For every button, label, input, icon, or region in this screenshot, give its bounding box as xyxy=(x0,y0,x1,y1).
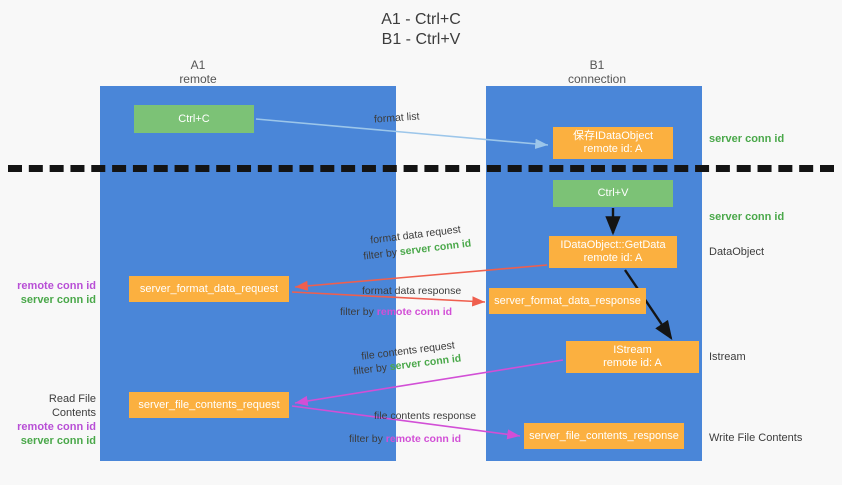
box-istream[interactable]: IStream remote id: A xyxy=(566,341,699,373)
box-save-idataobject[interactable]: 保存IDataObject remote id: A xyxy=(553,127,673,159)
phase-divider xyxy=(8,165,834,172)
title-line-1: A1 - Ctrl+C xyxy=(381,11,461,28)
column-header-b1-name: B1 xyxy=(589,58,605,72)
filter-value-remote-conn-id: remote conn id xyxy=(385,433,462,445)
box-save-idataobject-line2: remote id: A xyxy=(583,143,643,155)
box-server-format-data-response[interactable]: server_format_data_response xyxy=(489,288,646,314)
annotation-read-file-contents: Read File Contents xyxy=(48,393,96,419)
filter-prefix: filter by xyxy=(349,433,386,445)
annotation-server-conn-id-1: server conn id xyxy=(20,294,96,306)
page-title: A1 - Ctrl+C B1 - Ctrl+V xyxy=(271,10,571,50)
edge-label-file-contents-response: file contents response xyxy=(374,410,477,422)
box-server-format-data-request-label: server_format_data_request xyxy=(139,282,279,295)
box-save-idataobject-line1: 保存IDataObject xyxy=(572,130,654,142)
column-header-a1: A1 remote xyxy=(148,58,248,86)
box-ctrl-v[interactable]: Ctrl+V xyxy=(553,180,673,207)
box-ctrl-c[interactable]: Ctrl+C xyxy=(134,105,254,133)
box-idataobject-getdata[interactable]: IDataObject::GetData remote id: A xyxy=(549,236,677,268)
edge-label-format-data-response: format data response xyxy=(362,285,462,297)
filter-value-remote-conn-id: remote conn id xyxy=(376,306,453,318)
edge-label-file-contents-response-filter: filter by remote conn id xyxy=(349,432,461,446)
box-istream-line1: IStream xyxy=(613,344,652,356)
filter-prefix: filter by xyxy=(340,306,377,318)
edge-label-format-list: format list xyxy=(373,110,420,126)
column-header-a1-role: remote xyxy=(179,72,217,86)
box-server-file-contents-response[interactable]: server_file_contents_response xyxy=(524,423,684,449)
annotation-write-file-contents: Write File Contents xyxy=(709,432,803,444)
title-line-2: B1 - Ctrl+V xyxy=(381,31,461,48)
box-istream-line2: remote id: A xyxy=(603,357,662,369)
column-header-b1: B1 connection xyxy=(547,58,647,86)
box-server-file-contents-request-label: server_file_contents_request xyxy=(138,398,280,411)
box-server-file-contents-response-label: server_file_contents_response xyxy=(529,429,679,442)
annotation-dataobject: DataObject xyxy=(709,246,765,258)
annotation-server-conn-id-2: server conn id xyxy=(20,435,96,447)
annotation-left-conn-ids-bottom: Read File Contents remote conn id server… xyxy=(8,392,96,448)
box-ctrl-v-label: Ctrl+V xyxy=(597,187,629,199)
box-server-file-contents-request[interactable]: server_file_contents_request xyxy=(129,392,289,418)
box-ctrl-c-label: Ctrl+C xyxy=(178,112,210,125)
annotation-left-conn-ids-top: remote conn id server conn id xyxy=(8,279,96,307)
annotation-remote-conn-id-1: remote conn id xyxy=(17,280,96,292)
annotation-remote-conn-id-2: remote conn id xyxy=(17,421,96,433)
box-getdata-line1: IDataObject::GetData xyxy=(560,239,666,251)
annotation-server-conn-id-mid: server conn id xyxy=(709,211,785,223)
column-header-a1-name: A1 xyxy=(190,58,206,72)
box-getdata-line2: remote id: A xyxy=(583,252,643,264)
column-header-b1-role: connection xyxy=(567,72,627,86)
box-server-format-data-request[interactable]: server_format_data_request xyxy=(129,276,289,302)
box-server-format-data-response-label: server_format_data_response xyxy=(494,294,641,307)
edge-label-format-data-response-filter: filter by remote conn id xyxy=(340,305,452,319)
annotation-server-conn-id-top: server conn id xyxy=(709,133,785,145)
annotation-istream: Istream xyxy=(709,351,746,363)
